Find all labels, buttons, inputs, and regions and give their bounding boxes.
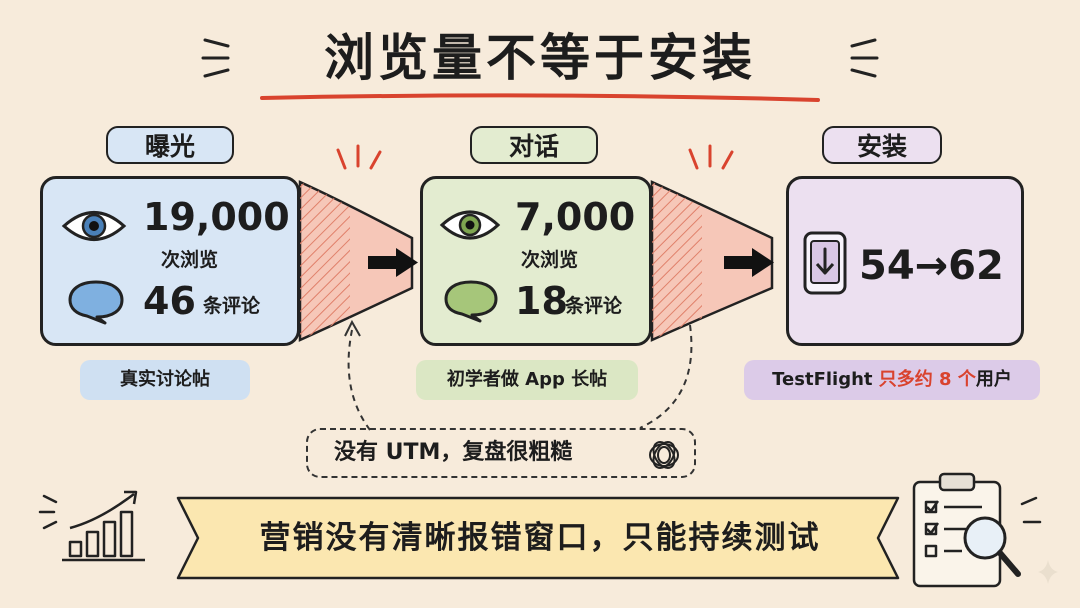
stage-tag-exposure: 真实讨论帖: [80, 360, 250, 400]
stage-label-conversation: 对话: [470, 126, 598, 164]
title-underline: [260, 93, 820, 102]
utm-note-text: 没有 UTM，复盘很粗糙: [334, 440, 573, 465]
title-spark-right-icon: [850, 38, 879, 78]
views-caption: 次浏览: [521, 249, 579, 271]
views-value: 19,000: [143, 195, 290, 239]
comments-caption: 条评论: [565, 295, 623, 317]
speech-bubble-icon: [444, 280, 498, 323]
stage-label-exposure: 曝光: [106, 126, 234, 164]
tag-suffix: 用户: [975, 369, 1012, 390]
phone-download-icon: [803, 231, 847, 295]
tangled-scribble-icon: [649, 441, 679, 469]
eye-icon: [61, 211, 127, 241]
chart-spark-icon: [38, 494, 58, 530]
funnel-spark-1-icon: [336, 144, 382, 170]
clipboard-checklist-icon: [912, 472, 1002, 588]
funnel-spark-2-icon: [688, 144, 734, 170]
star-sparkle-icon: [1038, 560, 1058, 584]
stage-label-install: 安装: [822, 126, 942, 164]
flow-arrow-1-icon: [368, 248, 418, 277]
title-spark-left-icon: [201, 38, 230, 78]
install-value: 54→62: [859, 243, 1004, 289]
banner-message: 营销没有清晰报错窗口，只能持续测试: [259, 520, 821, 556]
magnifier-icon: [963, 516, 1021, 577]
utm-note: 没有 UTM，复盘很粗糙: [306, 428, 696, 478]
flow-arrow-2-icon: [724, 248, 774, 277]
page-title: 浏览量不等于安装: [324, 29, 756, 87]
stage-card-conversation: 7,000 次浏览 18 条评论: [420, 176, 652, 346]
corner-spark-right-icon: [1020, 496, 1042, 524]
stage-card-exposure: 19,000 次浏览 46 条评论: [40, 176, 300, 346]
views-caption: 次浏览: [161, 249, 219, 271]
tag-highlight: 只多约 8 个: [878, 369, 976, 390]
views-value: 7,000: [515, 195, 636, 239]
stage-card-install: 54→62: [786, 176, 1024, 346]
stage-tag-conversation: 初学者做 App 长帖: [416, 360, 638, 400]
comments-value: 18: [515, 279, 568, 323]
eye-icon: [439, 210, 501, 240]
stage-tag-install: TestFlight 只多约 8 个用户: [744, 360, 1040, 400]
feedback-loop-left: [347, 329, 371, 431]
comments-value: 46: [143, 279, 196, 323]
speech-bubble-icon: [68, 280, 124, 325]
feedback-loop-right: [639, 324, 693, 429]
banner-ribbon: [176, 496, 900, 580]
tag-prefix: TestFlight: [772, 369, 879, 390]
comments-caption: 条评论: [203, 295, 261, 317]
growth-chart-icon: [62, 490, 145, 562]
